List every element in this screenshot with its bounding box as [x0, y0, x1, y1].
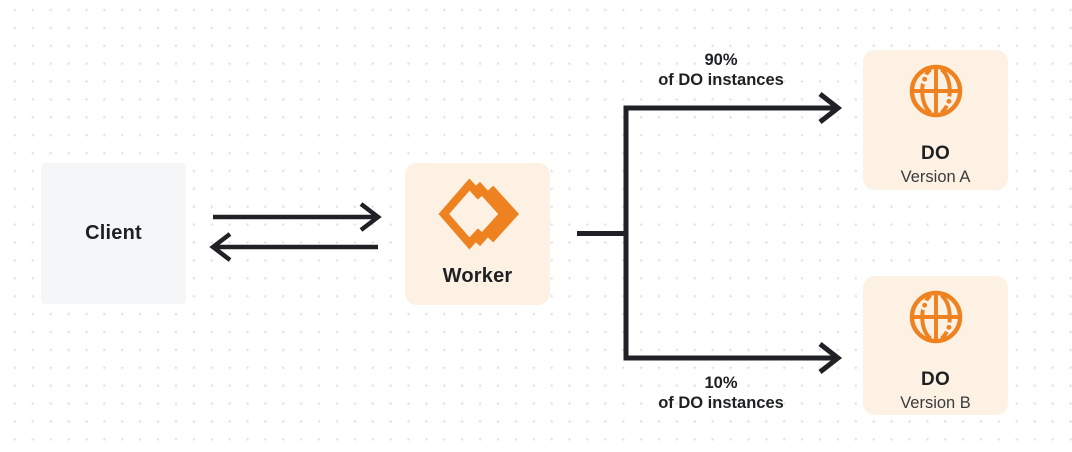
do-version-a-title: DO — [920, 143, 951, 164]
do-version-a-subtitle: Version A — [900, 167, 971, 186]
client-label: Client — [85, 222, 142, 244]
flow-percent: 10% — [704, 374, 738, 392]
arrow-worker-to-client — [209, 232, 378, 262]
flow-caption: of DO instances — [658, 70, 784, 89]
client-node: Client — [41, 163, 186, 304]
arrow-to-do-version-b — [623, 342, 843, 374]
globe-icon — [908, 63, 964, 124]
arrow-to-do-version-a — [623, 92, 843, 124]
do-version-b-subtitle: Version B — [900, 393, 971, 412]
split-branch-lines — [577, 105, 629, 361]
flow-caption: of DO instances — [658, 393, 784, 412]
worker-node: Worker — [405, 163, 550, 305]
do-version-b-node: DO Version B — [863, 276, 1008, 415]
globe-icon — [908, 289, 964, 350]
worker-label: Worker — [442, 265, 513, 287]
do-version-b-title: DO — [920, 369, 951, 390]
flow-label-10-percent: 10% of DO instances — [610, 374, 832, 413]
cloudflare-workers-icon — [436, 177, 520, 256]
flow-percent: 90% — [704, 51, 738, 69]
do-version-a-node: DO Version A — [863, 50, 1008, 190]
arrow-client-to-worker — [213, 202, 382, 232]
flow-label-90-percent: 90% of DO instances — [610, 51, 832, 90]
